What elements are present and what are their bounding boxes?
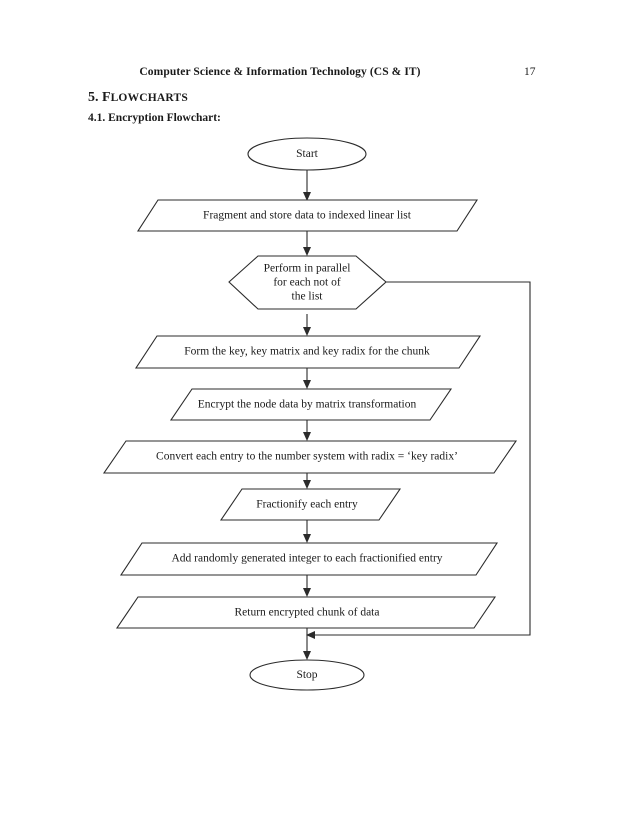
fragment-label: Fragment and store data to indexed linea… (203, 210, 412, 222)
arrowhead-addrandom (303, 534, 311, 543)
arrowhead-stop (303, 651, 311, 660)
parallel-label-line-2: for each not of (273, 277, 341, 289)
stop-label: Stop (296, 669, 317, 681)
subsection-heading: 4.1. Encryption Flowchart: (88, 112, 221, 124)
node-add-random: Add randomly generated integer to each f… (119, 542, 499, 576)
node-start: Start (247, 137, 367, 171)
node-return: Return encrypted chunk of data (115, 596, 497, 629)
return-label: Return encrypted chunk of data (235, 607, 380, 619)
node-convert: Convert each entry to the number system … (102, 440, 518, 474)
arrowhead-fragment (303, 192, 311, 201)
arrowhead-convert (303, 432, 311, 441)
start-label: Start (296, 148, 319, 160)
section-title-rest: LOWCHARTS (110, 92, 188, 104)
fragment-parallelogram (136, 199, 479, 232)
formkey-label: Form the key, key matrix and key radix f… (184, 346, 430, 358)
encrypt-parallelogram (169, 388, 453, 421)
addrandom-parallelogram (119, 542, 499, 576)
return-parallelogram (115, 596, 497, 629)
page-number: 17 (524, 66, 536, 78)
node-stop: Stop (249, 659, 365, 691)
node-form-key: Form the key, key matrix and key radix f… (134, 335, 482, 369)
arrowhead-loopback (306, 631, 315, 639)
edge-parallel-loopback (313, 281, 531, 636)
parallel-label-line-1: Perform in parallel (264, 263, 351, 275)
section-title-first-letter: F (102, 90, 111, 105)
node-fragment: Fragment and store data to indexed linea… (136, 199, 479, 232)
running-header: Computer Science & Information Technolog… (0, 66, 638, 82)
fractionify-parallelogram (219, 488, 402, 521)
fractionify-label: Fractionify each entry (256, 499, 358, 511)
parallel-label-line-3: the list (292, 291, 324, 303)
section-heading: 5. FLOWCHARTS (88, 90, 188, 106)
stop-ellipse (249, 659, 365, 691)
arrowhead-parallel (303, 247, 311, 256)
section-number: 5. (88, 90, 99, 105)
node-parallel: Perform in parallel for each not of the … (228, 255, 387, 310)
arrowhead-encrypt (303, 380, 311, 389)
node-fractionify: Fractionify each entry (219, 488, 402, 521)
start-ellipse (247, 137, 367, 171)
addrandom-label: Add randomly generated integer to each f… (171, 553, 442, 565)
formkey-parallelogram (134, 335, 482, 369)
arrowhead-return (303, 588, 311, 597)
convert-label: Convert each entry to the number system … (156, 451, 458, 463)
flow-connectors (303, 170, 531, 660)
parallel-hexagon (228, 255, 387, 310)
encrypt-label: Encrypt the node data by matrix transfor… (198, 399, 417, 411)
header-title: Computer Science & Information Technolog… (139, 66, 421, 78)
arrowhead-fractionify (303, 480, 311, 489)
convert-parallelogram (102, 440, 518, 474)
node-encrypt: Encrypt the node data by matrix transfor… (169, 388, 453, 421)
arrowhead-formkey (303, 327, 311, 336)
